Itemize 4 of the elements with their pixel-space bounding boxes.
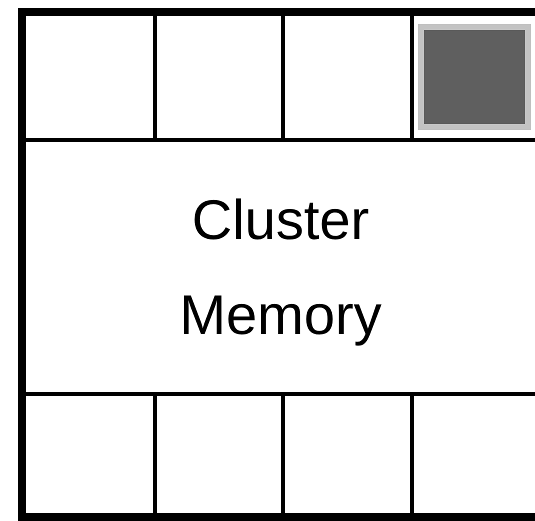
memory-band [26,138,535,396]
band-label: Cluster Memory [178,187,383,348]
filled-square [418,24,531,130]
outer-frame [18,8,535,521]
